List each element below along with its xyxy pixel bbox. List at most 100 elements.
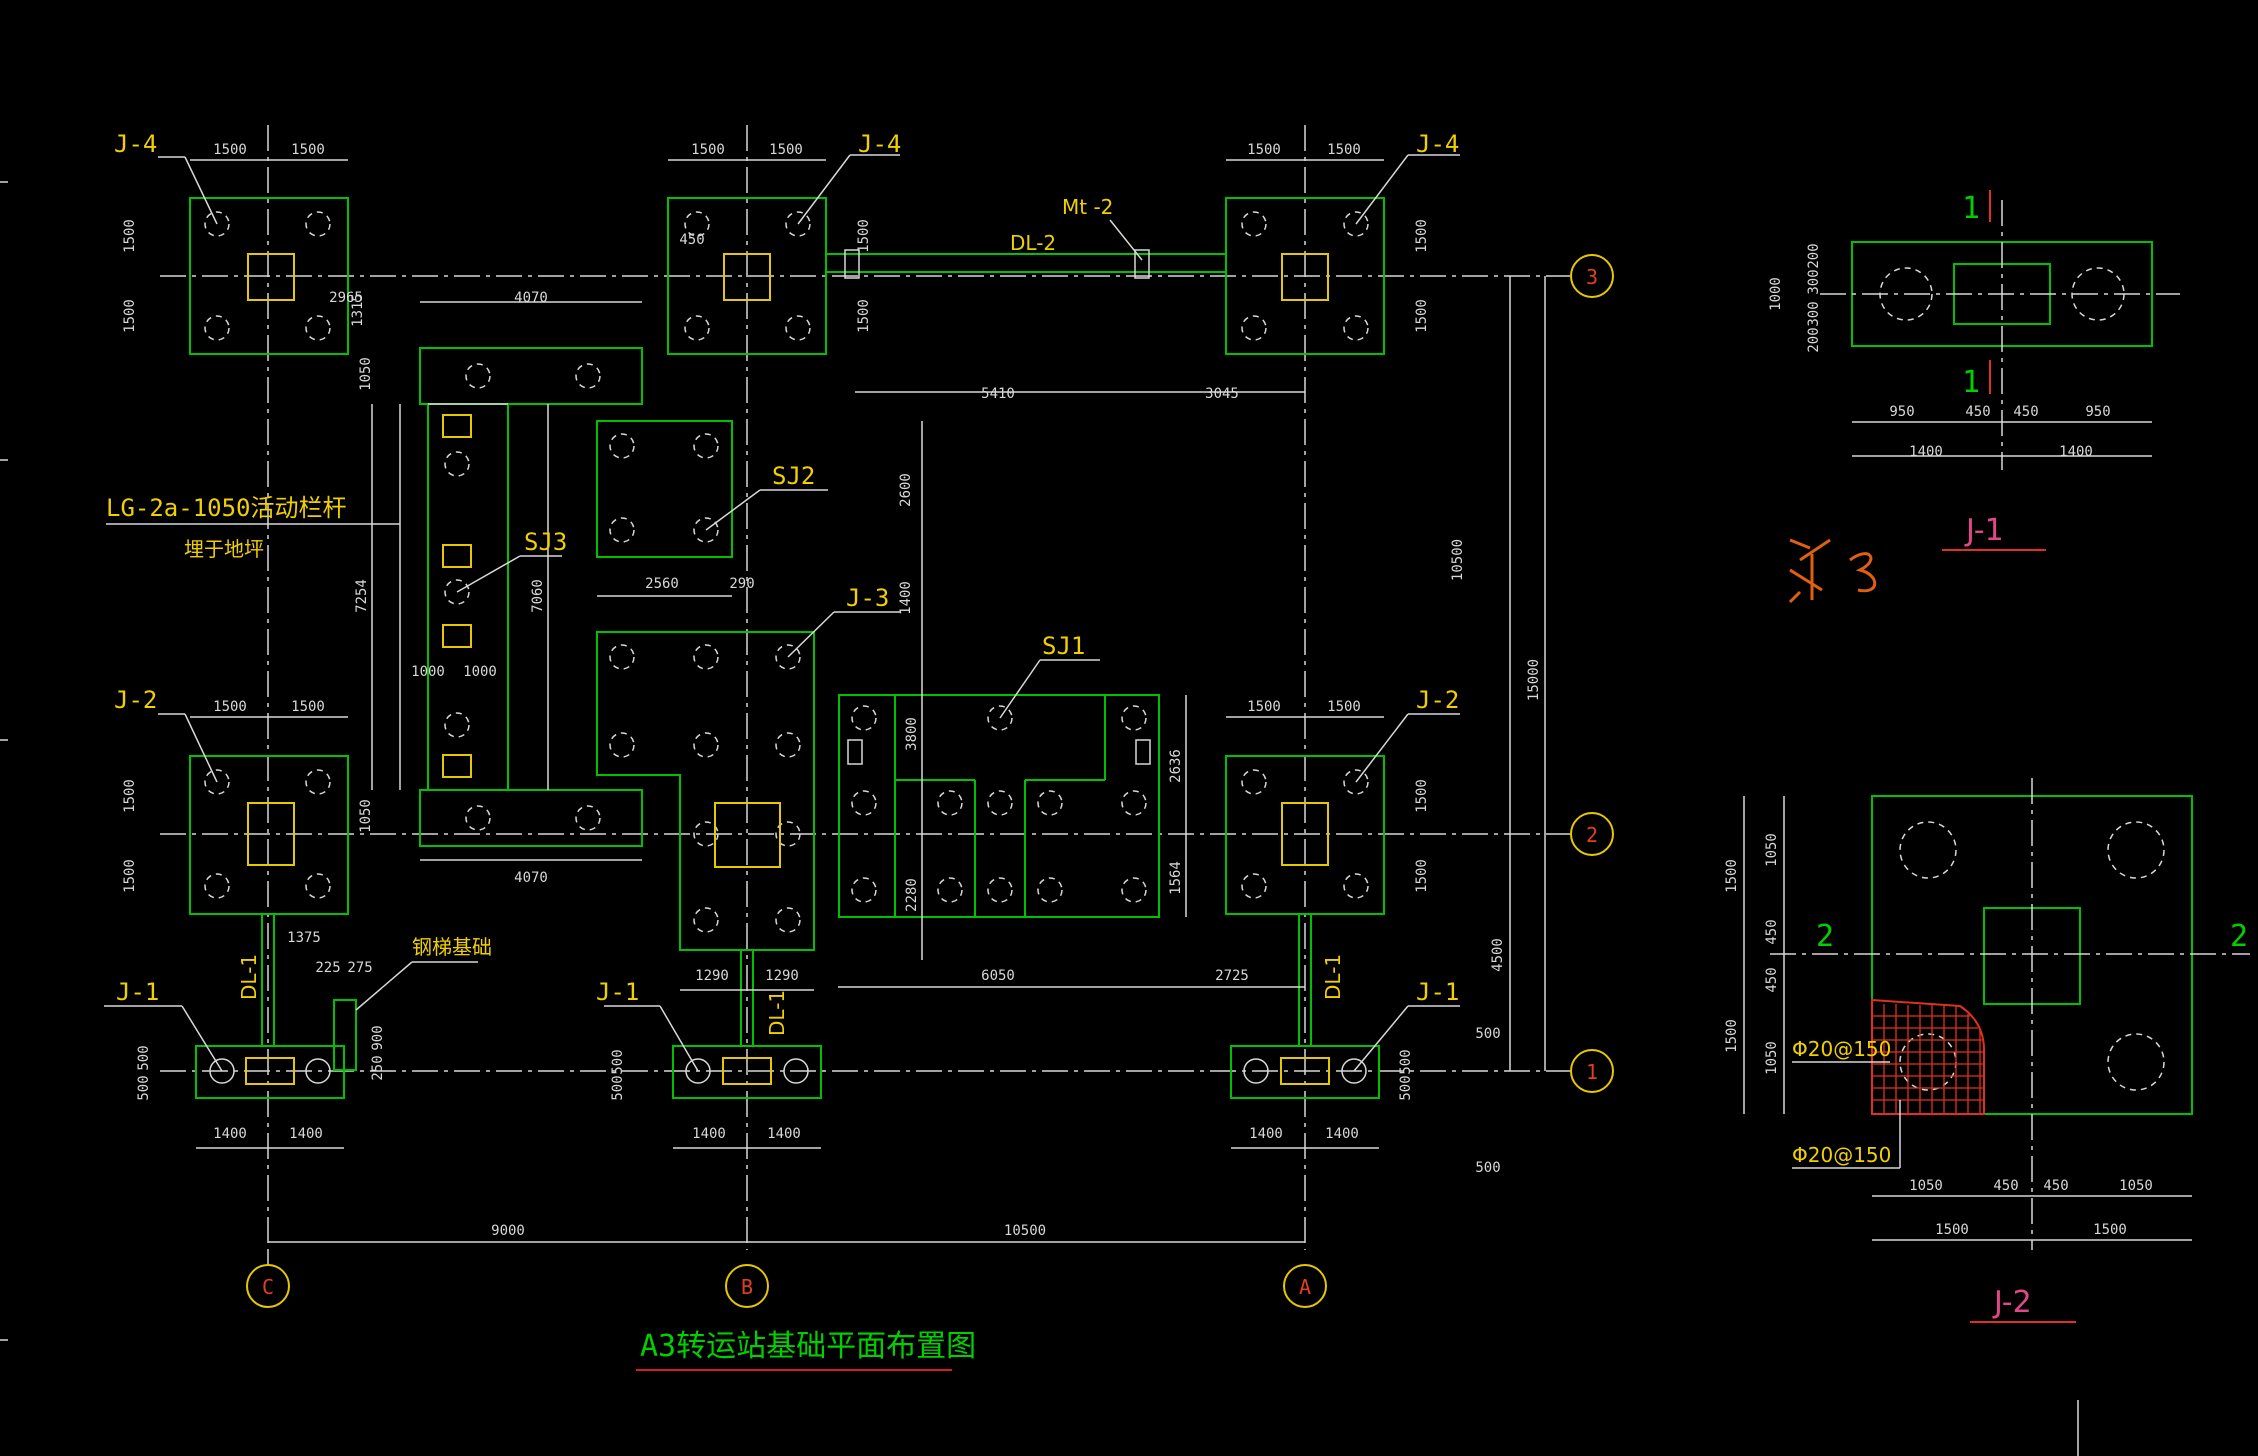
svg-text:1400: 1400 [1325,1126,1359,1142]
svg-text:225: 225 [315,960,340,976]
axis-bubble-2: 2 [1570,812,1614,856]
svg-text:Φ20@150: Φ20@150 [1792,1143,1891,1167]
footing-j1-mid [672,1045,822,1099]
footing-j4-mid [667,197,827,355]
footing-labels: J-4 J-4 J-4 J-2 J-2 J-1 J-1 J-1 J-3 SJ2 … [104,130,1460,1072]
footing-j2-right [1225,755,1385,915]
svg-text:450: 450 [679,232,704,248]
svg-text:2: 2 [1586,823,1598,847]
svg-text:J-1: J-1 [1416,978,1459,1006]
footing-j4-right [1225,197,1385,355]
svg-text:4070: 4070 [514,870,548,886]
svg-text:1290: 1290 [695,968,729,984]
svg-text:7254: 7254 [354,579,370,613]
axis-lines [160,125,1570,1250]
svg-text:SJ2: SJ2 [772,462,815,490]
svg-text:500: 500 [1475,1026,1500,1042]
svg-text:J-2: J-2 [1992,1285,2032,1320]
svg-text:200: 200 [1806,327,1822,352]
svg-text:A: A [1299,1275,1311,1299]
beam-dl2 [826,249,1226,279]
svg-text:1290: 1290 [765,968,799,984]
svg-text:1500: 1500 [122,299,138,333]
svg-text:2636: 2636 [1168,749,1184,783]
footing-j1-left [195,999,357,1099]
svg-text:1500: 1500 [1414,299,1430,333]
svg-text:SJ3: SJ3 [524,528,567,556]
svg-text:J-1: J-1 [1964,513,2004,548]
dimension-lines [190,159,1546,1243]
svg-text:1500: 1500 [1724,859,1740,893]
svg-text:3045: 3045 [1205,386,1239,402]
svg-text:10500: 10500 [1450,539,1466,581]
svg-text:1500: 1500 [1724,1019,1740,1053]
handwritten-note [1788,538,1877,604]
svg-text:1500: 1500 [213,699,247,715]
svg-text:J-4: J-4 [114,130,157,158]
svg-text:4070: 4070 [514,290,548,306]
svg-text:1500: 1500 [1414,219,1430,253]
svg-text:2: 2 [2230,919,2248,954]
footing-sj2 [596,420,733,558]
svg-text:J-1: J-1 [116,978,159,1006]
svg-text:1000: 1000 [1768,277,1784,311]
svg-text:450: 450 [1764,919,1780,944]
svg-text:2: 2 [1816,919,1834,954]
svg-text:1315: 1315 [350,293,366,327]
svg-text:2600: 2600 [898,473,914,507]
svg-text:500: 500 [1475,1160,1500,1176]
detail-j2: 1050 450 450 1050 1500 1500 1500 1500 10… [1724,778,2250,1323]
svg-text:4500: 4500 [1490,938,1506,972]
svg-text:1050: 1050 [358,799,374,833]
svg-text:Mt -2: Mt -2 [1062,195,1113,219]
railing-note: LG-2a-1050活动栏杆 埋于地坪 [106,494,400,561]
svg-text:450: 450 [1764,967,1780,992]
svg-text:7060: 7060 [530,579,546,613]
svg-text:300: 300 [1806,301,1822,326]
svg-text:J-2: J-2 [114,686,157,714]
svg-text:1500: 1500 [1935,1222,1969,1238]
svg-text:500: 500 [136,1075,152,1100]
footing-sj1 [838,694,1160,918]
svg-text:1050: 1050 [1764,1041,1780,1075]
svg-text:900: 900 [370,1025,386,1050]
svg-text:1050: 1050 [1909,1178,1943,1194]
svg-text:3800: 3800 [904,717,920,751]
svg-text:500: 500 [1398,1049,1414,1074]
svg-text:450: 450 [2043,1178,2068,1194]
svg-text:5410: 5410 [981,386,1015,402]
svg-text:1400: 1400 [767,1126,801,1142]
svg-text:1500: 1500 [1327,699,1361,715]
svg-text:2280: 2280 [904,878,920,912]
stair-base-note: 钢梯基础 [355,935,492,1011]
svg-text:1500: 1500 [291,142,325,158]
axis-bubble-b: B [725,1264,769,1308]
svg-text:1500: 1500 [856,219,872,253]
svg-text:1400: 1400 [898,581,914,615]
svg-text:1500: 1500 [1327,142,1361,158]
svg-text:A3转运站基础平面布置图: A3转运站基础平面布置图 [640,1329,976,1364]
svg-text:J-4: J-4 [858,130,901,158]
drawing-title: A3转运站基础平面布置图 [636,1329,976,1371]
detail-j1: 950 450 450 950 1400 1400 1000 200 300 3… [1768,190,2180,551]
svg-text:500: 500 [610,1049,626,1074]
axis-bubble-3: 3 [1570,254,1614,298]
svg-text:1564: 1564 [1168,861,1184,895]
svg-text:9000: 9000 [491,1223,525,1239]
svg-text:1400: 1400 [2059,444,2093,460]
svg-text:1000: 1000 [463,664,497,680]
svg-text:10500: 10500 [1004,1223,1046,1239]
svg-text:250: 250 [370,1055,386,1080]
svg-text:1: 1 [1962,365,1980,400]
dimension-labels: 1500 1500 1500 1500 1500 1500 1500 1500 … [122,142,1542,1239]
svg-text:1500: 1500 [856,299,872,333]
svg-text:SJ1: SJ1 [1042,632,1085,660]
svg-text:300: 300 [1806,269,1822,294]
svg-text:2560: 2560 [645,576,679,592]
svg-text:450: 450 [1965,404,1990,420]
svg-text:6050: 6050 [981,968,1015,984]
svg-text:275: 275 [347,960,372,976]
svg-text:500: 500 [136,1045,152,1070]
svg-text:1400: 1400 [692,1126,726,1142]
